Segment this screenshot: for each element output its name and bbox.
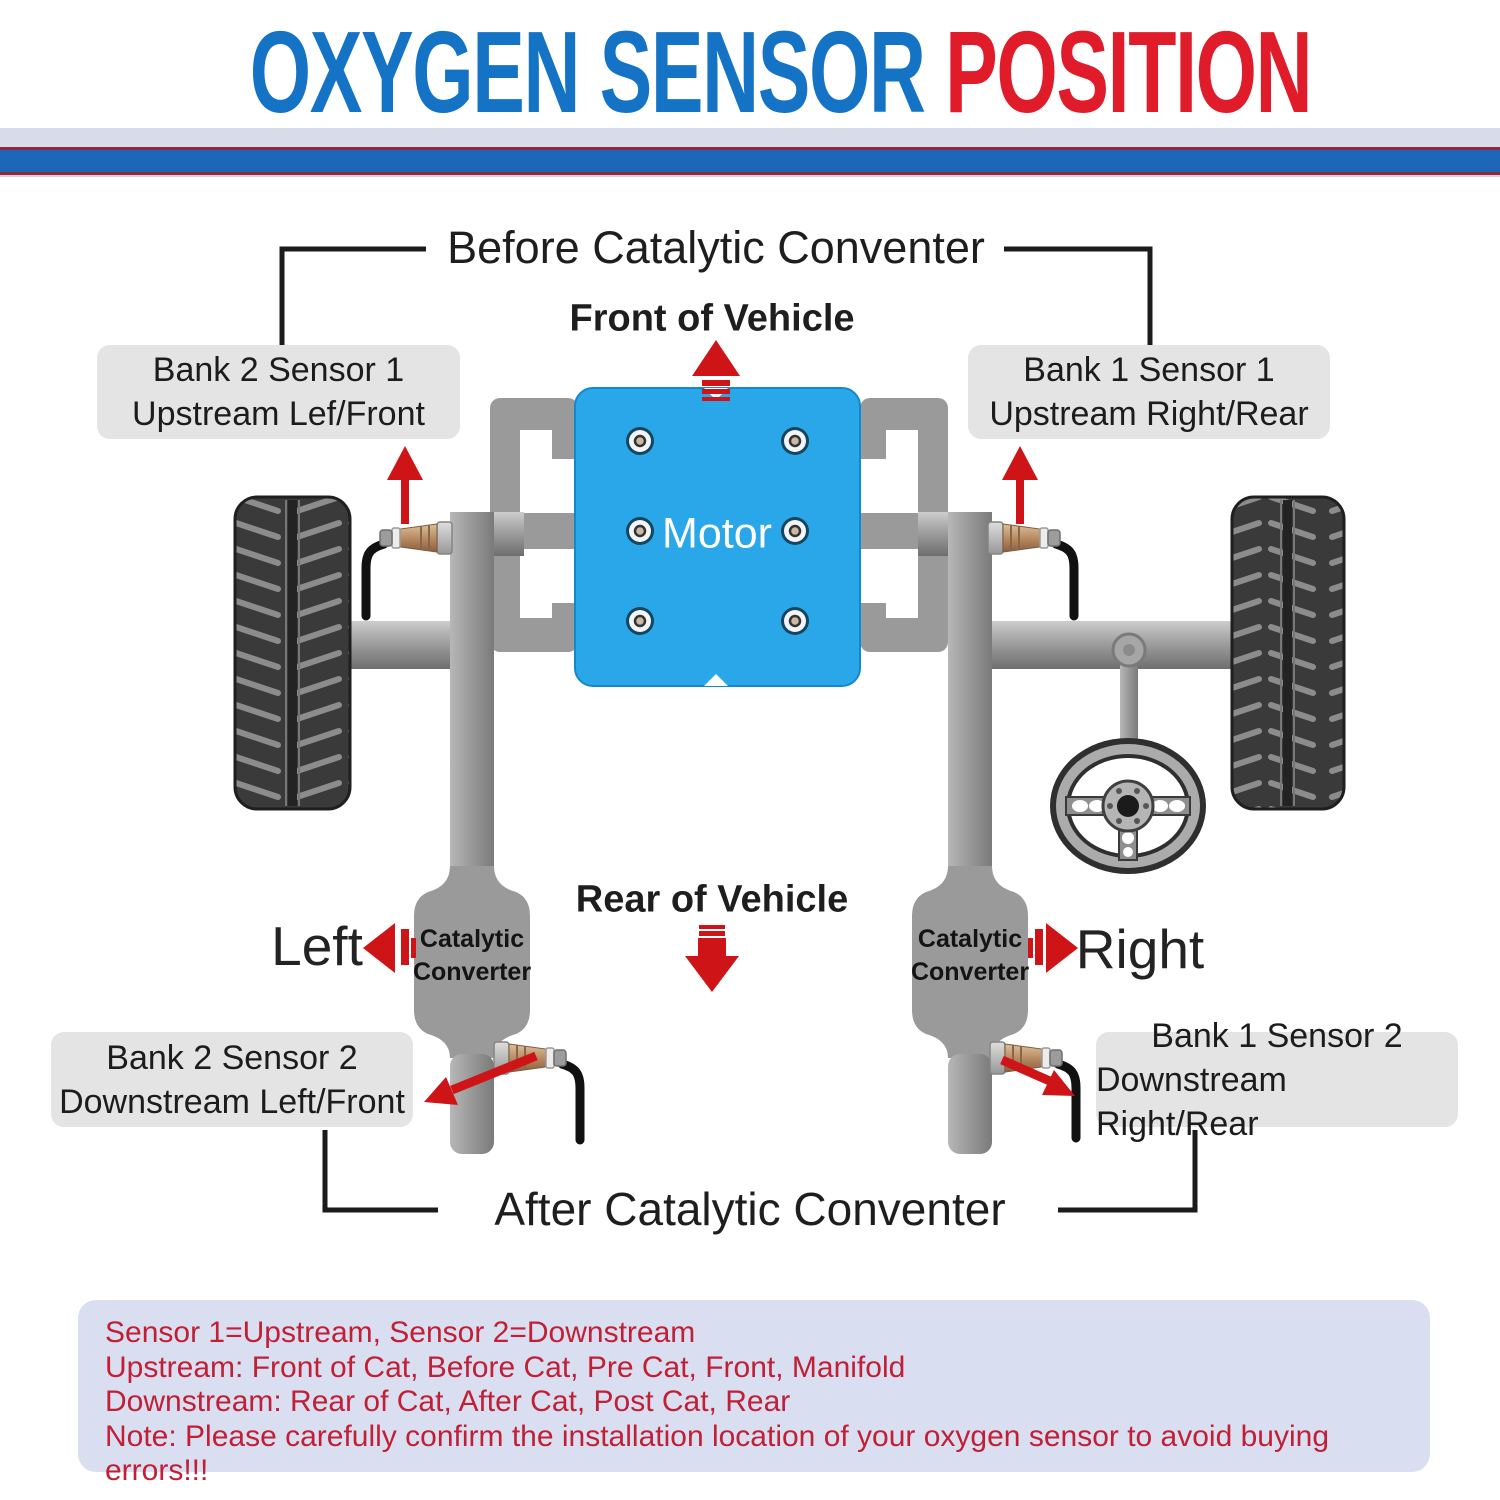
divider-bar-maroon-bottom [0, 172, 1500, 175]
note-line-2: Upstream: Front of Cat, Before Cat, Pre … [105, 1350, 906, 1384]
bank1-sensor1-title: Bank 1 Sensor 1 [1023, 351, 1275, 389]
right-side-label: Right [1075, 918, 1205, 980]
catalytic-right-line1: Catalytic [917, 925, 1023, 953]
bank2-sensor1-subtitle: Upstream Lef/Front [132, 395, 425, 433]
downstream-arrow-left-icon [424, 1051, 538, 1105]
front-direction-arrow-icon [692, 340, 740, 401]
bank1-sensor1-subtitle: Upstream Right/Rear [989, 395, 1309, 433]
bracket-before-right [1004, 246, 1153, 348]
left-side-label: Left [271, 915, 363, 977]
bank2-sensor1-box: Bank 2 Sensor 1 Upstream Lef/Front [97, 345, 460, 439]
catalytic-converter-left [414, 866, 530, 1058]
wire-downstream-right [1053, 1059, 1081, 1143]
catalytic-converter-right [912, 866, 1028, 1058]
title-red-part: POSITION [945, 7, 1312, 137]
o2-sensor-upstream-right [987, 521, 1061, 555]
after-catalytic-converter-label: After Catalytic Conventer [494, 1183, 1006, 1235]
rear-direction-arrow-icon [685, 925, 739, 992]
note-line-4: Note: Please carefully confirm the insta… [105, 1419, 1330, 1488]
catalytic-right-line2: Converter [910, 958, 1030, 986]
catalytic-left-line1: Catalytic [419, 925, 525, 953]
right-tire [1230, 495, 1346, 811]
bank2-sensor2-box: Bank 2 Sensor 2 Downstream Left/Front [51, 1032, 413, 1127]
o2-sensor-upstream-left [379, 521, 453, 555]
divider-bar-blue [0, 150, 1500, 172]
wire-upstream-left [361, 539, 389, 621]
motor-bolts [626, 427, 809, 635]
bank1-sensor2-subtitle: Downstream Right/Rear [1096, 1060, 1287, 1143]
rear-of-vehicle-label: Rear of Vehicle [575, 878, 849, 921]
bank1-sensor1-box: Bank 1 Sensor 1 Upstream Right/Rear [968, 345, 1330, 439]
motor-block [574, 387, 861, 687]
front-of-vehicle-label: Front of Vehicle [569, 297, 855, 340]
note-line-3: Downstream: Rear of Cat, After Cat, Post… [105, 1385, 791, 1418]
steering-wheel [1050, 632, 1206, 874]
divider-bar-light [0, 128, 1500, 147]
page-title: OXYGEN SENSOR POSITION [0, 14, 1500, 130]
bracket-before-left [279, 246, 426, 348]
tailpipe-right [948, 1054, 992, 1154]
bank1-sensor2-title: Bank 1 Sensor 2 [1151, 1016, 1403, 1055]
downstream-arrow-right-icon [1000, 1055, 1075, 1096]
note-line-1: Sensor 1=Upstream, Sensor 2=Downstream [105, 1316, 696, 1349]
catalytic-converter-right-label: Catalytic Converter [911, 923, 1029, 989]
bracket-after-right [1058, 1130, 1198, 1213]
front-axle-left [344, 621, 454, 669]
title-blue-part: OXYGEN SENSOR [249, 7, 946, 137]
bracket-after-left [322, 1130, 438, 1213]
before-catalytic-converter-label: Before Catalytic Conventer [447, 222, 985, 273]
downpipe-left [450, 512, 494, 880]
bank2-sensor2-title: Bank 2 Sensor 2 [106, 1038, 358, 1077]
divider-bar-pink [0, 175, 1500, 177]
catalytic-left-line2: Converter [412, 958, 532, 986]
bank1-sensor2-box: Bank 1 Sensor 2 Downstream Right/Rear [1096, 1017, 1458, 1143]
downpipe-right [948, 512, 992, 880]
divider-bar-maroon-top [0, 147, 1500, 150]
wire-downstream-left [557, 1059, 585, 1145]
catalytic-converter-left-label: Catalytic Converter [413, 923, 531, 989]
wire-upstream-right [1051, 539, 1079, 621]
bank2-sensor2-subtitle: Downstream Left/Front [59, 1082, 405, 1121]
left-tire [233, 495, 352, 811]
upstream-arrow-left-icon [387, 446, 423, 524]
upstream-arrow-right-icon [1002, 446, 1038, 524]
right-direction-arrow-icon [1028, 923, 1078, 973]
left-direction-arrow-icon [363, 923, 416, 973]
notes-panel: Sensor 1=Upstream, Sensor 2=Downstream U… [78, 1300, 1430, 1487]
motor-label: Motor [662, 509, 772, 558]
bank2-sensor1-title: Bank 2 Sensor 1 [152, 351, 405, 389]
